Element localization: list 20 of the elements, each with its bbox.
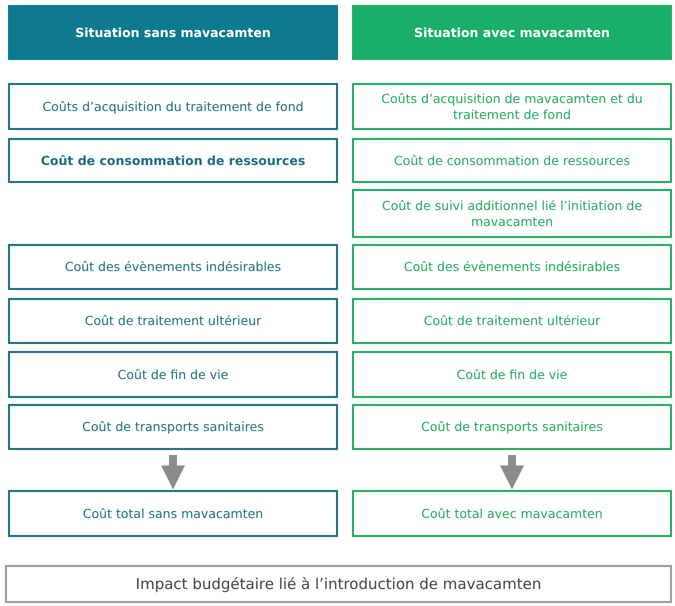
cost-box: Coût de consommation de ressources [8,138,338,183]
cost-box: Coût des évènements indésirables [8,244,338,290]
cost-box: Coût total avec mavacamten [352,490,672,537]
column-header: Situation sans mavacamten [8,5,338,60]
cost-box: Coût de transports sanitaires [8,404,338,450]
cost-box: Coûts d’acquisition de mavacamten et du traitement de fond [352,83,672,130]
cost-box: Coût total sans mavacamten [8,490,338,537]
arrow [161,455,185,490]
cost-box: Coût de consommation de ressources [352,138,672,183]
cost-box: Coût de transports sanitaires [352,404,672,450]
cost-box: Coûts d’acquisition du traitement de fond [8,83,338,130]
cost-box: Coût de suivi additionnel lié l’initiation de mavacamten [352,189,672,238]
cost-box: Coût de traitement ultérieur [8,298,338,344]
cost-box: Coût de fin de vie [8,351,338,398]
cost-box: Coût de fin de vie [352,351,672,398]
arrow [500,455,524,490]
column-header: Situation avec mavacamten [352,5,672,60]
impact-box: Impact budgétaire lié à l’introduction de mavacamten [5,565,672,603]
cost-box: Coût des évènements indésirables [352,244,672,290]
cost-box: Coût de traitement ultérieur [352,298,672,344]
